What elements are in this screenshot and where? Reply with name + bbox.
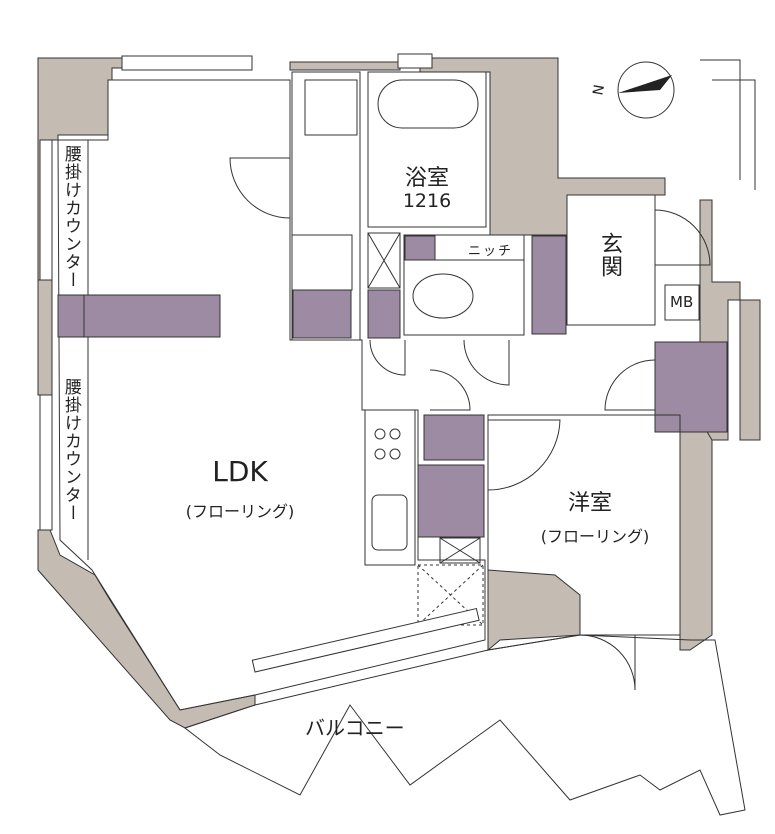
- counter-label-upper: 腰掛けカウンター: [61, 145, 81, 289]
- window-left-2: [39, 394, 53, 531]
- storage-washroom: [292, 289, 352, 339]
- bath-size-label: 1216: [402, 190, 452, 212]
- niche-label: ニッチ: [468, 244, 514, 259]
- storage-kitchen-1: [423, 414, 485, 461]
- western-floor-label: (フローリング): [540, 527, 650, 546]
- wall-right-edge: [739, 299, 761, 441]
- window-balcony: [251, 607, 480, 673]
- bathtub: [377, 79, 479, 129]
- storage-kitchen-2: [417, 464, 485, 538]
- door-hall[interactable]: [429, 369, 471, 411]
- mb-label: MB: [670, 293, 694, 311]
- front-door[interactable]: [654, 209, 711, 266]
- ldk-label: LDK: [212, 455, 268, 488]
- compass-icon: [617, 61, 675, 119]
- storage-ldk: [57, 294, 221, 338]
- counter-label-lower: 腰掛けカウンター: [61, 378, 81, 522]
- mb-box: [664, 284, 700, 321]
- western-room-label: 洋室: [567, 491, 612, 516]
- bath-outline: [367, 71, 487, 228]
- balcony-label: バルコニー: [305, 716, 405, 740]
- bath-label: 浴室: [404, 166, 449, 191]
- balcony-outline: [183, 634, 746, 816]
- entrance-label: 玄関: [597, 232, 622, 278]
- wall-right-lower: [679, 419, 713, 651]
- window-left-1: [39, 139, 53, 281]
- shoe-storage: [531, 235, 567, 335]
- door-hall-2[interactable]: [604, 359, 656, 411]
- storage-right: [654, 341, 728, 433]
- window-bath: [397, 53, 433, 69]
- storage-small: [367, 289, 401, 339]
- western-room-outline: [487, 414, 681, 651]
- window-top: [121, 55, 253, 71]
- door-toilet[interactable]: [463, 339, 510, 386]
- toilet-room: [403, 234, 525, 336]
- door-ldk[interactable]: [229, 157, 291, 219]
- sink: [371, 494, 408, 551]
- door-washroom[interactable]: [369, 339, 406, 376]
- wall-left-mid: [37, 279, 53, 396]
- wall-lower-left: [37, 529, 256, 729]
- wall-top: [289, 61, 401, 71]
- door-western[interactable]: [487, 419, 561, 491]
- toilet: [412, 273, 474, 319]
- wall-lower-right: [487, 569, 581, 652]
- door-balcony[interactable]: [579, 634, 636, 691]
- kitchen-counter: [364, 409, 416, 566]
- ldk-floor-label: (フローリング): [185, 502, 295, 521]
